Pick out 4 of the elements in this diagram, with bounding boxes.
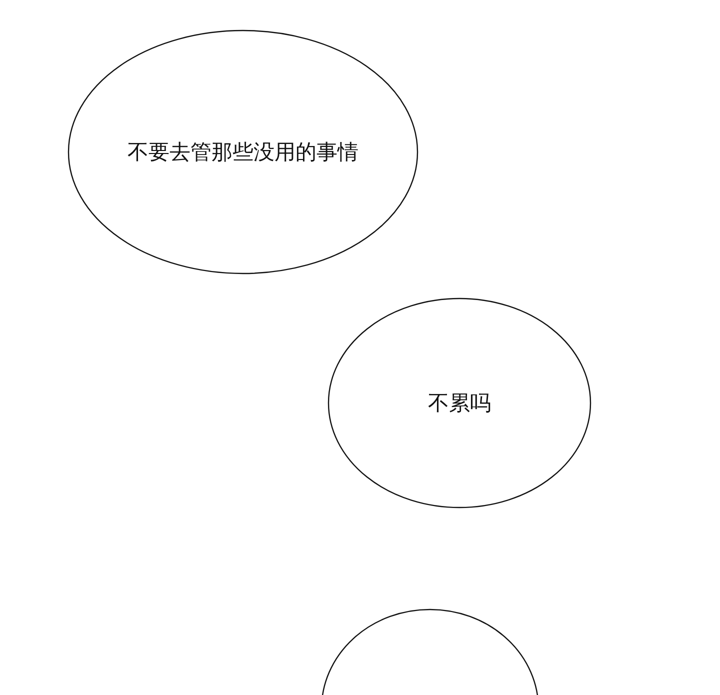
speech-bubble xyxy=(328,298,591,508)
bubble-text: 不要去管那些没用的事情 xyxy=(128,139,358,166)
bubble-text: 不累吗 xyxy=(428,390,491,417)
speech-bubble xyxy=(68,30,418,274)
